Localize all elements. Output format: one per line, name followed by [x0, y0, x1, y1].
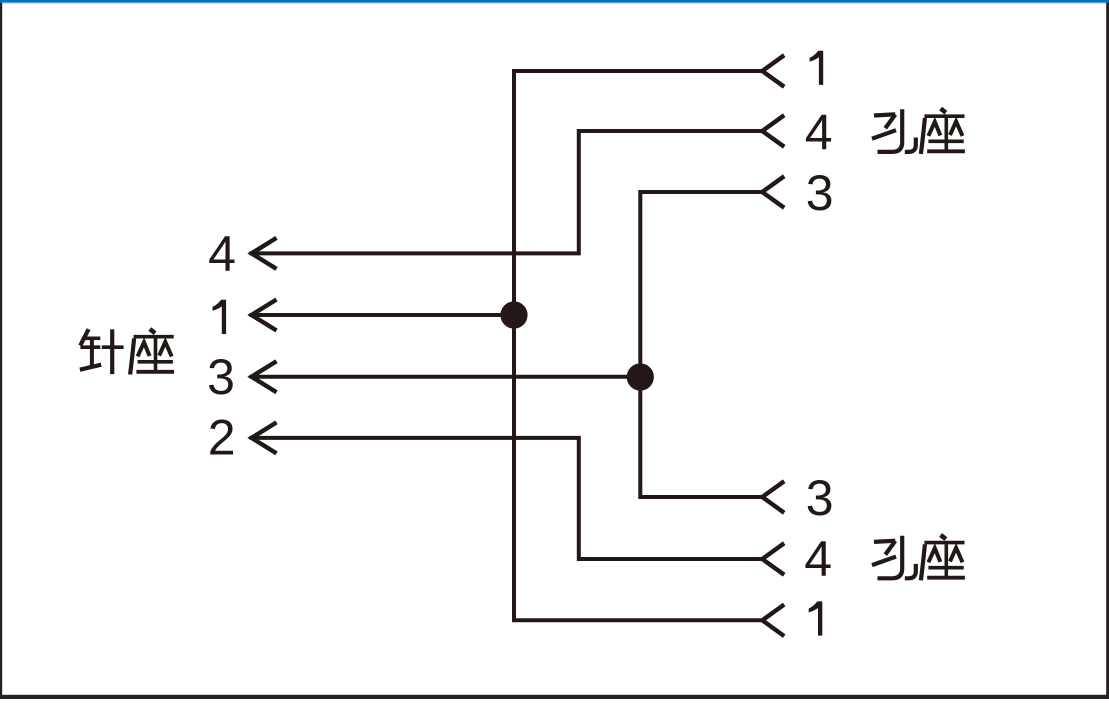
- svg-text:2: 2: [208, 409, 236, 465]
- svg-text:3: 3: [806, 470, 834, 526]
- svg-text:3: 3: [207, 349, 235, 405]
- svg-text:4: 4: [804, 531, 832, 587]
- svg-text:4: 4: [208, 226, 236, 282]
- svg-text:3: 3: [806, 165, 834, 221]
- svg-text:4: 4: [805, 105, 833, 161]
